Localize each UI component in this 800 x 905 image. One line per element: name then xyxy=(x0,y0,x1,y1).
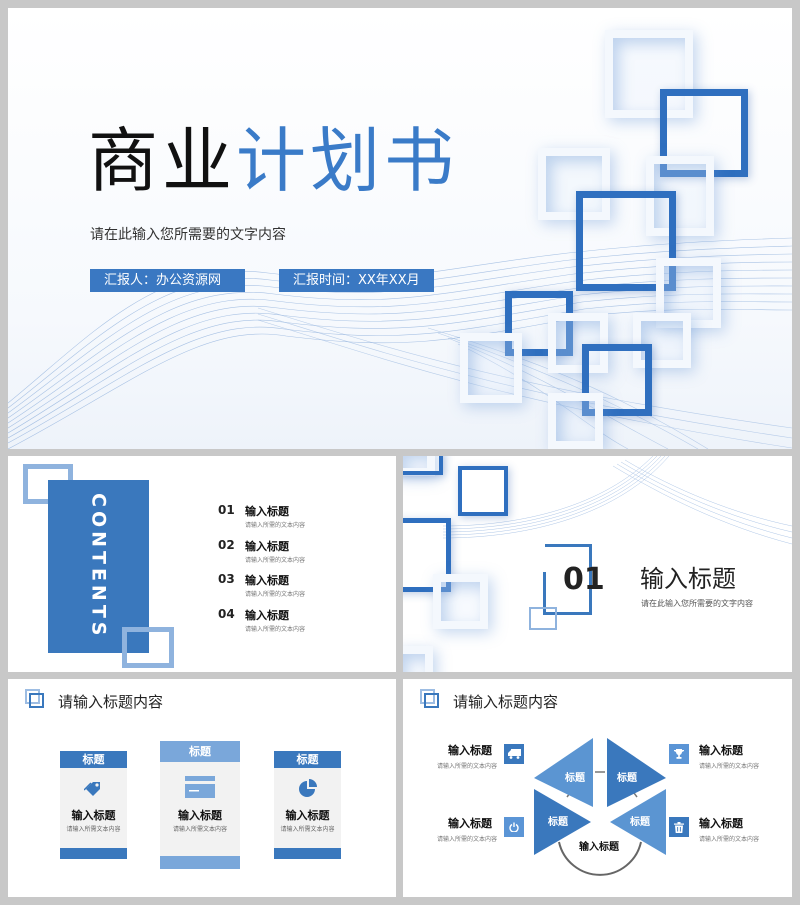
triangle-cycle-diagram xyxy=(534,738,666,876)
decor-square xyxy=(458,466,508,516)
title-blue-part: 计划书 xyxy=(236,120,458,202)
decor-square xyxy=(605,30,693,118)
item-title: 输入标题 xyxy=(245,608,289,622)
power-icon xyxy=(504,817,524,837)
card-desc: 请输入所需文本内容 xyxy=(66,826,121,833)
double-square-icon xyxy=(25,689,47,711)
item-desc: 请输入所需的文本内容 xyxy=(437,763,498,770)
item-title: 输入标题 xyxy=(245,505,289,518)
bracket-decoration xyxy=(545,544,592,615)
item-number: 04 xyxy=(218,606,235,621)
triangle-bottom-left xyxy=(534,789,591,855)
contents-bar xyxy=(48,480,149,653)
title-black-part: 商业 xyxy=(88,120,236,202)
center-label: 输入标题 xyxy=(579,842,619,853)
slide-header-title: 请输入标题内容 xyxy=(58,693,164,711)
reporter-label: 汇报人：办公资源网 xyxy=(90,269,245,292)
slide-section[interactable]: 01 输入标题 请在此输入您所需要的文字内容 xyxy=(403,456,792,672)
item-title: 输入标题 xyxy=(699,817,743,830)
decor-square xyxy=(529,607,557,630)
contents-label: CONTENTS xyxy=(87,493,110,640)
wave-lines-decoration xyxy=(442,456,792,545)
trophy-icon xyxy=(669,744,689,764)
triangle-top-left xyxy=(534,738,593,807)
feature-card[interactable]: 标题 输入标题 请输入所需文本内容 xyxy=(60,751,127,859)
card-desc: 请输入所需文本内容 xyxy=(172,826,227,833)
decor-square xyxy=(538,148,610,220)
slide-contents[interactable]: CONTENTS 01 输入标题 请输入所需的文本内容 02 输入标题 请输入所… xyxy=(8,456,396,672)
item-desc: 请输入所需的文本内容 xyxy=(245,556,306,564)
triangle-bottom-right xyxy=(610,789,666,855)
double-square-icon xyxy=(420,689,442,711)
tag-icon xyxy=(82,780,104,800)
bracket-decoration xyxy=(543,572,592,615)
section-desc: 请在此输入您所需要的文字内容 xyxy=(641,599,753,608)
slide-diagram[interactable]: 请输入标题内容 输入标题 请输入所需的文本内容 输入标题 请输入所需的文本内容 … xyxy=(403,679,792,897)
slide-cards[interactable]: 请输入标题内容 标题 输入标题 请输入所需文本内容 标题 输入标题 请输入所需文… xyxy=(8,679,396,897)
slide-title[interactable]: 商业计划书 请在此输入您所需要的文字内容 汇报人：办公资源网 汇报时间：XX年X… xyxy=(8,8,792,449)
card-footer xyxy=(60,848,127,859)
contents-label-wrap: CONTENTS xyxy=(48,480,149,653)
trash-icon xyxy=(669,817,689,837)
decor-square xyxy=(548,393,603,449)
item-number: 01 xyxy=(218,503,235,517)
card-title: 输入标题 xyxy=(71,809,116,822)
decor-square xyxy=(576,191,676,291)
decor-square xyxy=(505,291,573,356)
truck-icon xyxy=(504,744,524,764)
decor-square xyxy=(582,344,652,416)
section-title: 输入标题 xyxy=(640,565,736,593)
triangle-label: 标题 xyxy=(630,817,650,828)
item-number: 03 xyxy=(218,572,235,586)
item-title: 输入标题 xyxy=(448,817,492,830)
item-number: 02 xyxy=(218,537,235,552)
card-header: 标题 xyxy=(160,741,240,762)
item-desc: 请输入所需的文本内容 xyxy=(245,625,306,633)
card-title: 输入标题 xyxy=(285,809,330,822)
decor-square xyxy=(433,574,488,629)
item-desc: 请输入所需的文本内容 xyxy=(699,763,760,770)
item-desc: 请输入所需的文本内容 xyxy=(245,591,306,598)
decor-square xyxy=(403,646,433,672)
pie-chart-icon xyxy=(298,779,318,801)
subtitle: 请在此输入您所需要的文字内容 xyxy=(90,227,286,243)
item-title: 输入标题 xyxy=(448,744,492,757)
decor-square xyxy=(403,456,443,475)
report-time-label: 汇报时间：XX年XX月 xyxy=(279,269,434,292)
item-title: 输入标题 xyxy=(245,539,289,553)
item-desc: 请输入所需的文本内容 xyxy=(245,522,306,529)
decor-square xyxy=(122,627,174,668)
item-title: 输入标题 xyxy=(699,744,743,757)
section-number: 01 xyxy=(563,562,605,597)
item-desc: 请输入所需的文本内容 xyxy=(699,836,760,843)
decor-square xyxy=(660,89,748,177)
decor-square xyxy=(548,313,608,373)
triangle-top-right xyxy=(607,738,666,807)
decor-square xyxy=(633,313,691,368)
triangle-label: 标题 xyxy=(548,817,568,828)
decor-square xyxy=(460,333,522,403)
triangle-label: 标题 xyxy=(617,773,637,784)
item-title: 输入标题 xyxy=(245,574,289,587)
card-header: 标题 xyxy=(60,751,127,768)
feature-card[interactable]: 标题 输入标题 请输入所需文本内容 xyxy=(160,741,240,869)
slide-header-title: 请输入标题内容 xyxy=(453,693,559,711)
card-header: 标题 xyxy=(274,751,341,768)
presentation-title: 商业计划书 xyxy=(88,126,458,196)
feature-card[interactable]: 标题 输入标题 请输入所需文本内容 xyxy=(274,751,341,859)
triangle-label: 标题 xyxy=(565,773,585,784)
card-icon xyxy=(185,776,215,802)
card-footer xyxy=(274,848,341,859)
decor-square xyxy=(403,518,451,592)
card-title: 输入标题 xyxy=(178,809,222,822)
item-desc: 请输入所需的文本内容 xyxy=(437,836,498,843)
card-footer xyxy=(160,856,240,869)
card-desc: 请输入所需文本内容 xyxy=(280,826,335,833)
